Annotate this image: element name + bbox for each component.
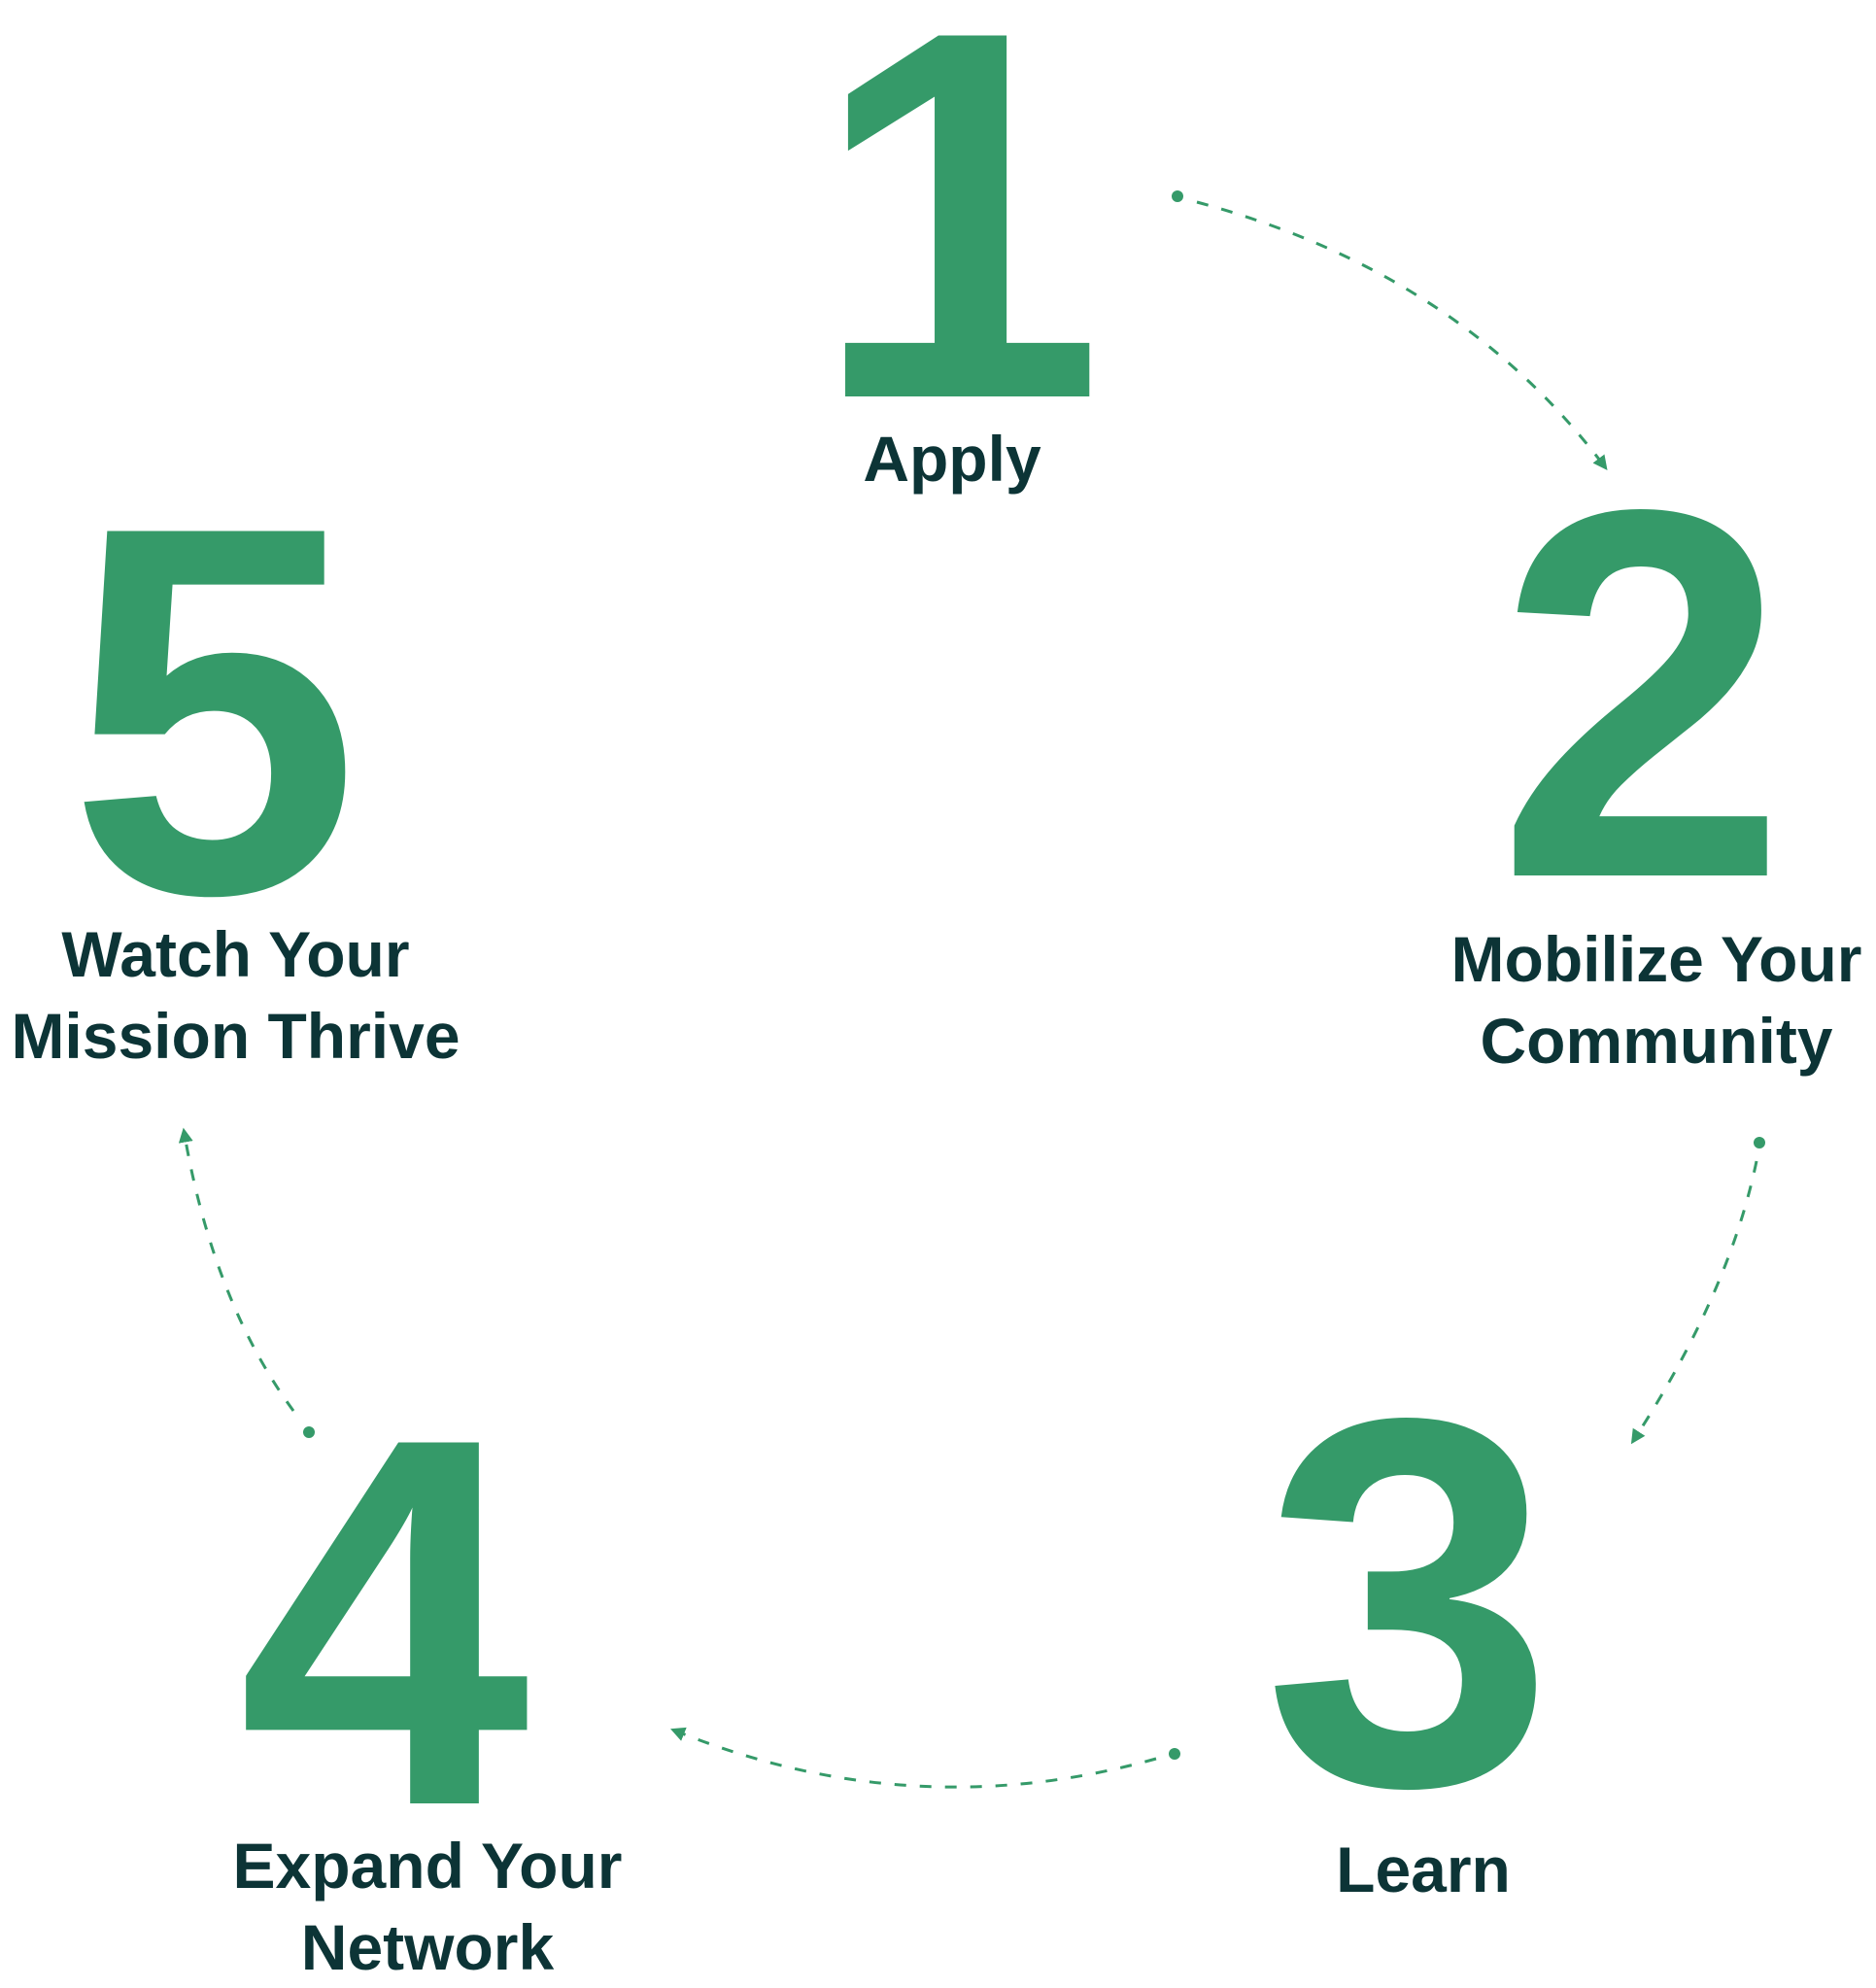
step-label-learn: Learn bbox=[1278, 1829, 1569, 1910]
connector-1-to-2 bbox=[1172, 190, 1608, 470]
connector-4-to-5 bbox=[178, 1127, 315, 1438]
step-number-2: 2 bbox=[1496, 401, 1788, 987]
step-number-5: 5 bbox=[68, 418, 359, 1004]
connector-3-to-4 bbox=[670, 1727, 1180, 1789]
step-label-mobilize-your-community: Mobilize Your Community bbox=[1409, 918, 1876, 1081]
step-label-watch-your-mission-thrive: Watch Your Mission Thrive bbox=[0, 913, 471, 1077]
connector-start-dot bbox=[1754, 1137, 1765, 1148]
connector-start-dot bbox=[1169, 1748, 1180, 1760]
step-label-expand-your-network: Expand Your Network bbox=[185, 1825, 670, 1988]
connector-dashed-path bbox=[178, 1127, 295, 1412]
step-label-line: Apply bbox=[863, 423, 1041, 495]
step-label-line: Network bbox=[300, 1911, 555, 1983]
step-label-apply: Apply bbox=[806, 418, 1098, 499]
step-number-3: 3 bbox=[1263, 1310, 1554, 1896]
step-number-4: 4 bbox=[238, 1329, 529, 1915]
connector-dashed-path bbox=[1630, 1160, 1758, 1445]
step-number-1: 1 bbox=[812, 0, 1104, 508]
connector-dashed-path bbox=[1196, 200, 1608, 470]
step-label-line: Watch Your bbox=[61, 918, 410, 990]
connector-2-to-3 bbox=[1630, 1137, 1765, 1445]
step-label-line: Mission Thrive bbox=[11, 1000, 460, 1072]
connector-start-dot bbox=[1172, 190, 1183, 202]
connector-dashed-path bbox=[670, 1727, 1157, 1789]
connector-start-dot bbox=[303, 1426, 315, 1438]
step-label-line: Mobilize Your bbox=[1450, 923, 1862, 995]
step-label-line: Expand Your bbox=[232, 1830, 623, 1902]
step-label-line: Community bbox=[1480, 1005, 1833, 1077]
step-label-line: Learn bbox=[1336, 1834, 1511, 1905]
